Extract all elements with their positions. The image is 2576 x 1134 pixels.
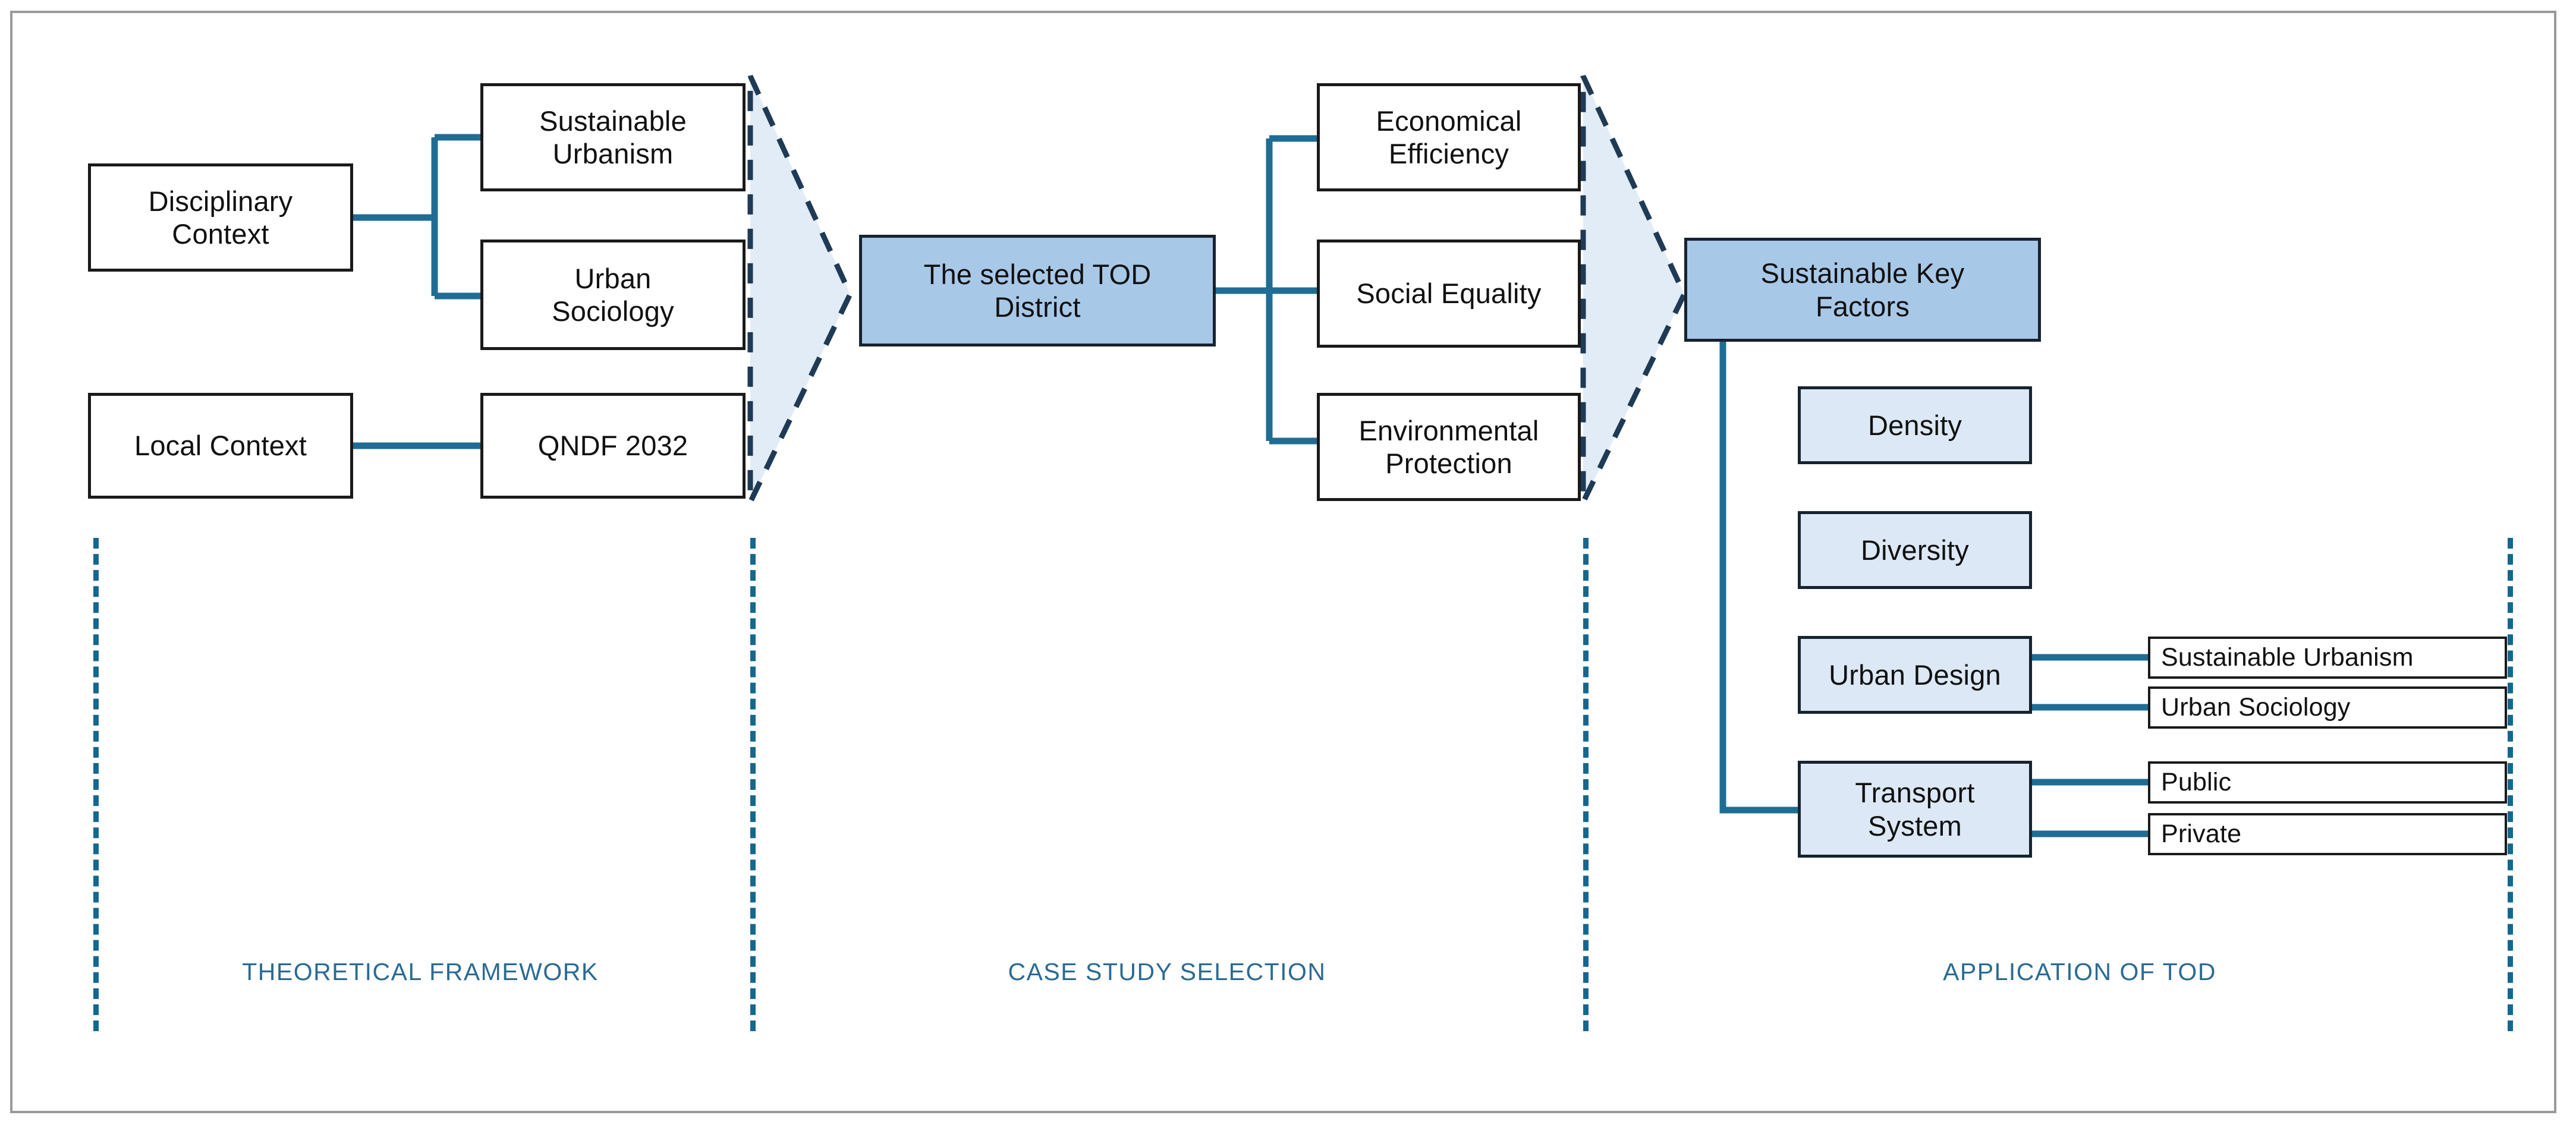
phase-divider-4 (2508, 538, 2513, 1031)
phase-label-theoretical-framework: THEORETICAL FRAMEWORK (242, 958, 599, 985)
node-urban-design[interactable]: Urban Design (1798, 636, 2032, 714)
node-local-context[interactable]: Local Context (88, 393, 353, 499)
phase-label-application-of-tod: APPLICATION OF TOD (1943, 958, 2216, 985)
leaf-private[interactable]: Private (2148, 813, 2507, 855)
phase-divider-2 (750, 538, 756, 1031)
phase-divider-3 (1583, 538, 1589, 1031)
leaf-urban-sociology[interactable]: Urban Sociology (2148, 686, 2507, 729)
figure-frame (10, 11, 2556, 1113)
node-density[interactable]: Density (1798, 386, 2032, 464)
phase-divider-1 (93, 538, 99, 1031)
leaf-public[interactable]: Public (2148, 761, 2507, 804)
node-diversity[interactable]: Diversity (1798, 511, 2032, 589)
node-social-equality[interactable]: Social Equality (1317, 240, 1581, 348)
leaf-sustainable-urbanism[interactable]: Sustainable Urbanism (2148, 637, 2507, 679)
phase-label-case-study-selection: CASE STUDY SELECTION (1008, 958, 1326, 985)
node-qndf-2032[interactable]: QNDF 2032 (480, 393, 746, 499)
